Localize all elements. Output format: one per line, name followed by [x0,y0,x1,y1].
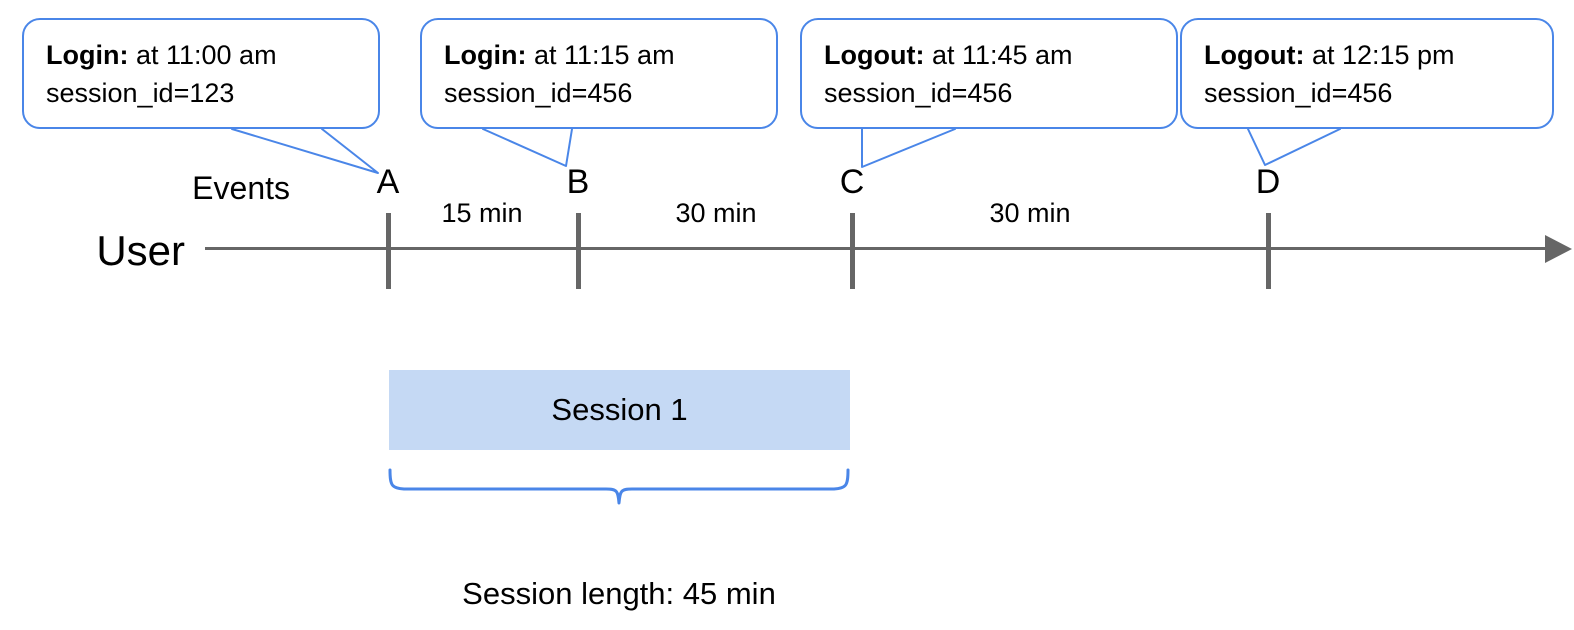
marker-label-c: C [839,163,865,201]
marker-label-a: A [376,163,400,201]
row-label-user: User [96,227,185,274]
callout-event-d[interactable]: Logout: at 12:15 pm session_id=456 [1180,18,1554,129]
session-length-caption: Session length: 45 min [462,576,776,611]
tick-c[interactable] [850,213,855,289]
session-bar-label: Session 1 [551,392,688,427]
callout-a-kind: Login: [46,40,129,70]
callout-c-kind: Logout: [824,40,925,70]
callout-d-session-id: session_id=456 [1204,78,1393,109]
tick-b[interactable] [576,213,581,289]
callout-a-detail: at 11:00 am [128,40,277,70]
callout-event-c[interactable]: Logout: at 11:45 am session_id=456 [800,18,1178,129]
timeline-axis [205,247,1550,250]
callout-event-b[interactable]: Login: at 11:15 am session_id=456 [420,18,778,129]
duration-label-a-b: 15 min [441,198,523,228]
callout-tail-c [861,128,956,168]
callout-c-session-id: session_id=456 [824,78,1013,109]
callout-c-detail: at 11:45 am [924,40,1073,70]
row-label-events: Events [192,170,290,206]
tick-d[interactable] [1266,213,1271,289]
session-bar[interactable]: Session 1 [389,370,850,450]
marker-label-d: D [1255,163,1281,201]
callout-b-session-id: session_id=456 [444,78,633,109]
callout-b-kind: Login: [444,40,527,70]
callout-tail-d [1247,128,1341,166]
marker-label-b: B [566,163,590,201]
callout-event-a[interactable]: Login: at 11:00 am session_id=123 [22,18,380,129]
tick-a[interactable] [386,213,391,289]
duration-label-c-d: 30 min [989,198,1071,228]
session-brace [388,468,850,505]
callout-d-kind: Logout: [1204,40,1305,70]
duration-label-b-c: 30 min [675,198,757,228]
callout-d-detail: at 12:15 pm [1304,40,1455,70]
callout-a-session-id: session_id=123 [46,78,235,109]
callout-b-detail: at 11:15 am [526,40,675,70]
callout-tail-b [482,128,573,167]
